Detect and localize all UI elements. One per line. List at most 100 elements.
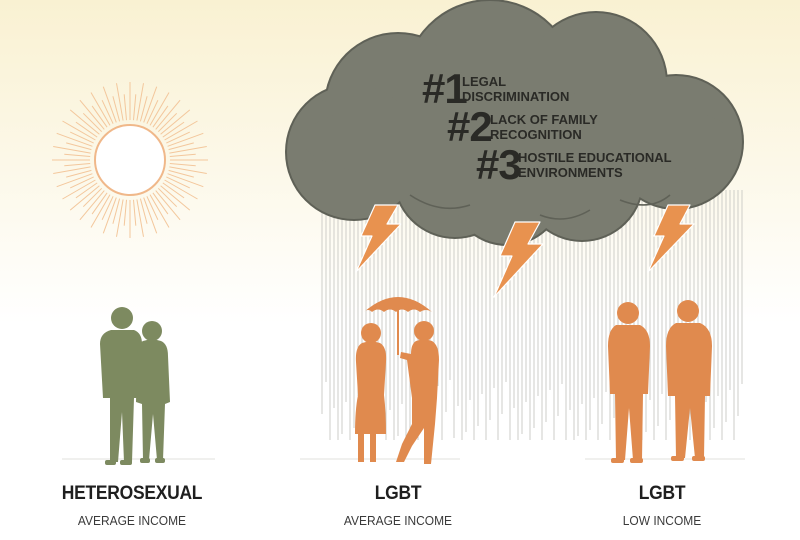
- sun-ray: [116, 83, 124, 121]
- sun-ray: [168, 142, 194, 151]
- sun-ray: [168, 169, 194, 178]
- cloud-item-1: #1 LEGAL DISCRIMINATION: [422, 65, 569, 112]
- cloud-item-rank: #1: [422, 65, 467, 112]
- sun-ray: [160, 185, 191, 211]
- group-title: HETEROSEXUAL: [61, 483, 203, 504]
- lightning-bolt-icon: [493, 221, 544, 298]
- group-caption-lgbt-low: LGBT LOW INCOME: [542, 483, 782, 528]
- cloud-item-rank: #3: [476, 141, 521, 188]
- sun-ray: [123, 94, 127, 121]
- group-title: LGBT: [638, 483, 686, 504]
- sun-ray: [90, 92, 111, 126]
- sun-ray: [146, 196, 159, 221]
- sun-ray: [102, 197, 117, 234]
- person-silhouette: [396, 321, 439, 464]
- sun-ray: [64, 153, 91, 157]
- sun-ray: [160, 109, 191, 135]
- storm-cloud-icon: [285, 0, 744, 246]
- cloud-item-line1: HOSTILE EDUCATIONAL: [518, 150, 672, 165]
- sun-ray: [53, 166, 91, 174]
- sun-ray: [146, 99, 159, 124]
- sun-ray: [152, 105, 169, 128]
- sun-ray: [79, 99, 105, 130]
- sun-ray: [155, 99, 181, 130]
- group-subtitle: LOW INCOME: [622, 513, 702, 528]
- sun-ray: [102, 86, 117, 123]
- lightning-bolt-icon: [355, 204, 402, 273]
- sun-ray: [133, 199, 137, 226]
- sun-ray: [112, 198, 121, 224]
- sun-ray: [149, 194, 170, 228]
- sun-ray: [69, 109, 100, 135]
- sun-ray: [136, 199, 144, 237]
- sun-ray: [101, 99, 114, 124]
- sun-ray: [91, 192, 108, 215]
- cloud-item-2: #2 LACK OF FAMILY RECOGNITION: [447, 103, 598, 150]
- sun-ray: [91, 105, 108, 128]
- sun-ray: [169, 153, 196, 157]
- sun-ray: [75, 121, 98, 138]
- sun-ray: [149, 92, 170, 126]
- sun-ray: [69, 131, 94, 144]
- cloud-item-line1: LEGAL: [462, 74, 506, 89]
- sun-ray: [62, 179, 96, 200]
- group-title: LGBT: [374, 483, 422, 504]
- sun-ray: [82, 187, 103, 208]
- sun-ray: [75, 182, 98, 199]
- cloud-item-line2: RECOGNITION: [490, 127, 582, 142]
- sun-ray: [82, 112, 103, 133]
- couple-silhouette-lgbt-umbrella: [355, 297, 439, 464]
- sun-ray: [133, 94, 137, 121]
- sun-ray: [139, 96, 148, 122]
- sun-ray: [66, 169, 92, 178]
- lightning-bolt-icon: [647, 204, 695, 273]
- cloud-item-line1: LACK OF FAMILY: [490, 112, 598, 127]
- umbrella-icon: [364, 297, 432, 355]
- sun-ray: [139, 198, 148, 224]
- sun-ray: [69, 185, 100, 211]
- group-caption-heterosexual: HETEROSEXUAL AVERAGE INCOME: [12, 483, 252, 528]
- cloud-item-3: #3 HOSTILE EDUCATIONAL ENVIRONMENTS: [476, 141, 672, 188]
- couple-silhouette-heterosexual: [100, 307, 170, 465]
- sun-ray: [162, 121, 185, 138]
- cloud-item-rank: #2: [447, 103, 492, 150]
- sun-ray: [152, 192, 169, 215]
- sun-ray: [56, 132, 93, 147]
- sun-ray: [64, 163, 91, 167]
- sun-ray: [123, 199, 127, 226]
- sun-ray: [164, 120, 198, 141]
- sun-ray: [56, 173, 93, 188]
- group-caption-lgbt-average: LGBT AVERAGE INCOME: [278, 483, 518, 528]
- sun-ray: [112, 96, 121, 122]
- group-subtitle: AVERAGE INCOME: [343, 513, 453, 528]
- sun-ray: [69, 176, 94, 189]
- sun-ray: [157, 112, 178, 133]
- sun-ray: [53, 146, 91, 154]
- person-silhouette: [355, 323, 387, 462]
- sun-ray: [62, 120, 96, 141]
- sun-ray: [90, 194, 111, 228]
- person-silhouette: [666, 300, 712, 461]
- sun-ray: [167, 132, 204, 147]
- sun-ray: [169, 163, 196, 167]
- sun-ray: [169, 166, 207, 174]
- sun-ray: [167, 173, 204, 188]
- group-subtitle: AVERAGE INCOME: [77, 513, 187, 528]
- sun-ray: [166, 176, 191, 189]
- sun-ray: [79, 190, 105, 221]
- cloud-item-line2: ENVIRONMENTS: [518, 165, 623, 180]
- sun-ray: [169, 146, 207, 154]
- person-silhouette: [100, 307, 142, 465]
- sun-ray: [155, 190, 181, 221]
- sun-ray: [164, 179, 198, 200]
- cloud-item-line2: DISCRIMINATION: [462, 89, 569, 104]
- couple-silhouette-lgbt-low-income: [608, 300, 712, 463]
- sun-icon: [52, 82, 208, 238]
- sun-ray: [143, 197, 158, 234]
- sun-ray: [136, 83, 144, 121]
- sun-ray: [162, 182, 185, 199]
- sun-ray: [101, 196, 114, 221]
- sun-ray: [116, 199, 124, 237]
- sun-ray: [166, 131, 191, 144]
